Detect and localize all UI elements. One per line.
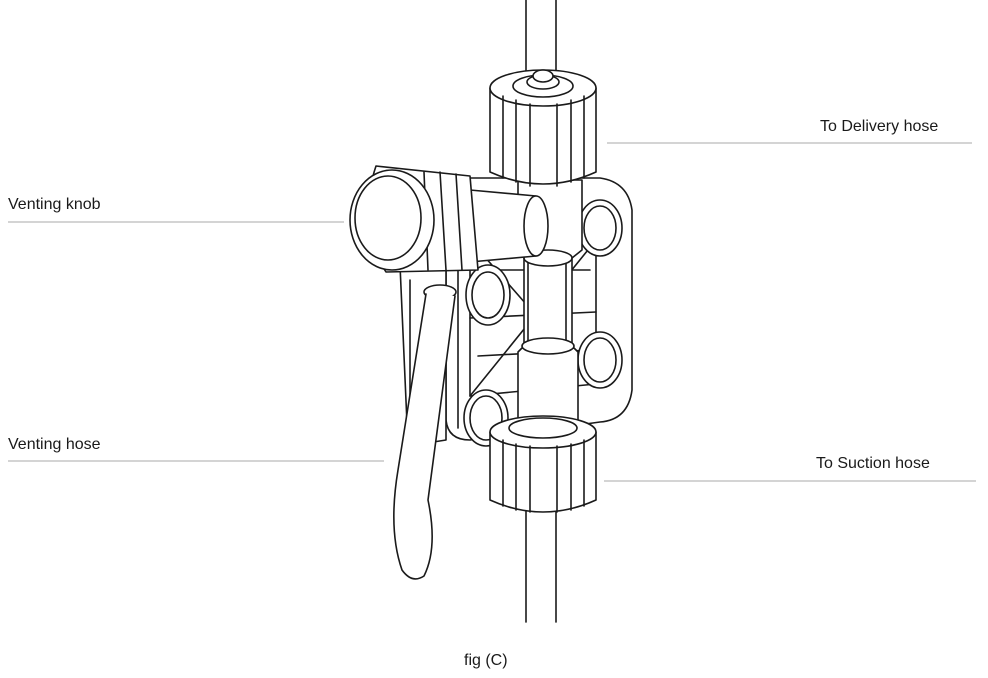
leader-lines [8, 142, 976, 482]
label-venting-knob: Venting knob [8, 196, 101, 213]
delivery-union-nut [489, 69, 597, 187]
venting-hose-tube [393, 284, 457, 580]
figure-caption: fig (C) [464, 652, 508, 669]
suction-union-nut [489, 415, 597, 513]
label-to-suction-hose: To Suction hose [816, 455, 930, 472]
label-venting-hose: Venting hose [8, 436, 101, 453]
label-to-delivery-hose: To Delivery hose [820, 118, 939, 135]
vertical-tube [525, 0, 557, 623]
venting-knob [349, 165, 549, 273]
